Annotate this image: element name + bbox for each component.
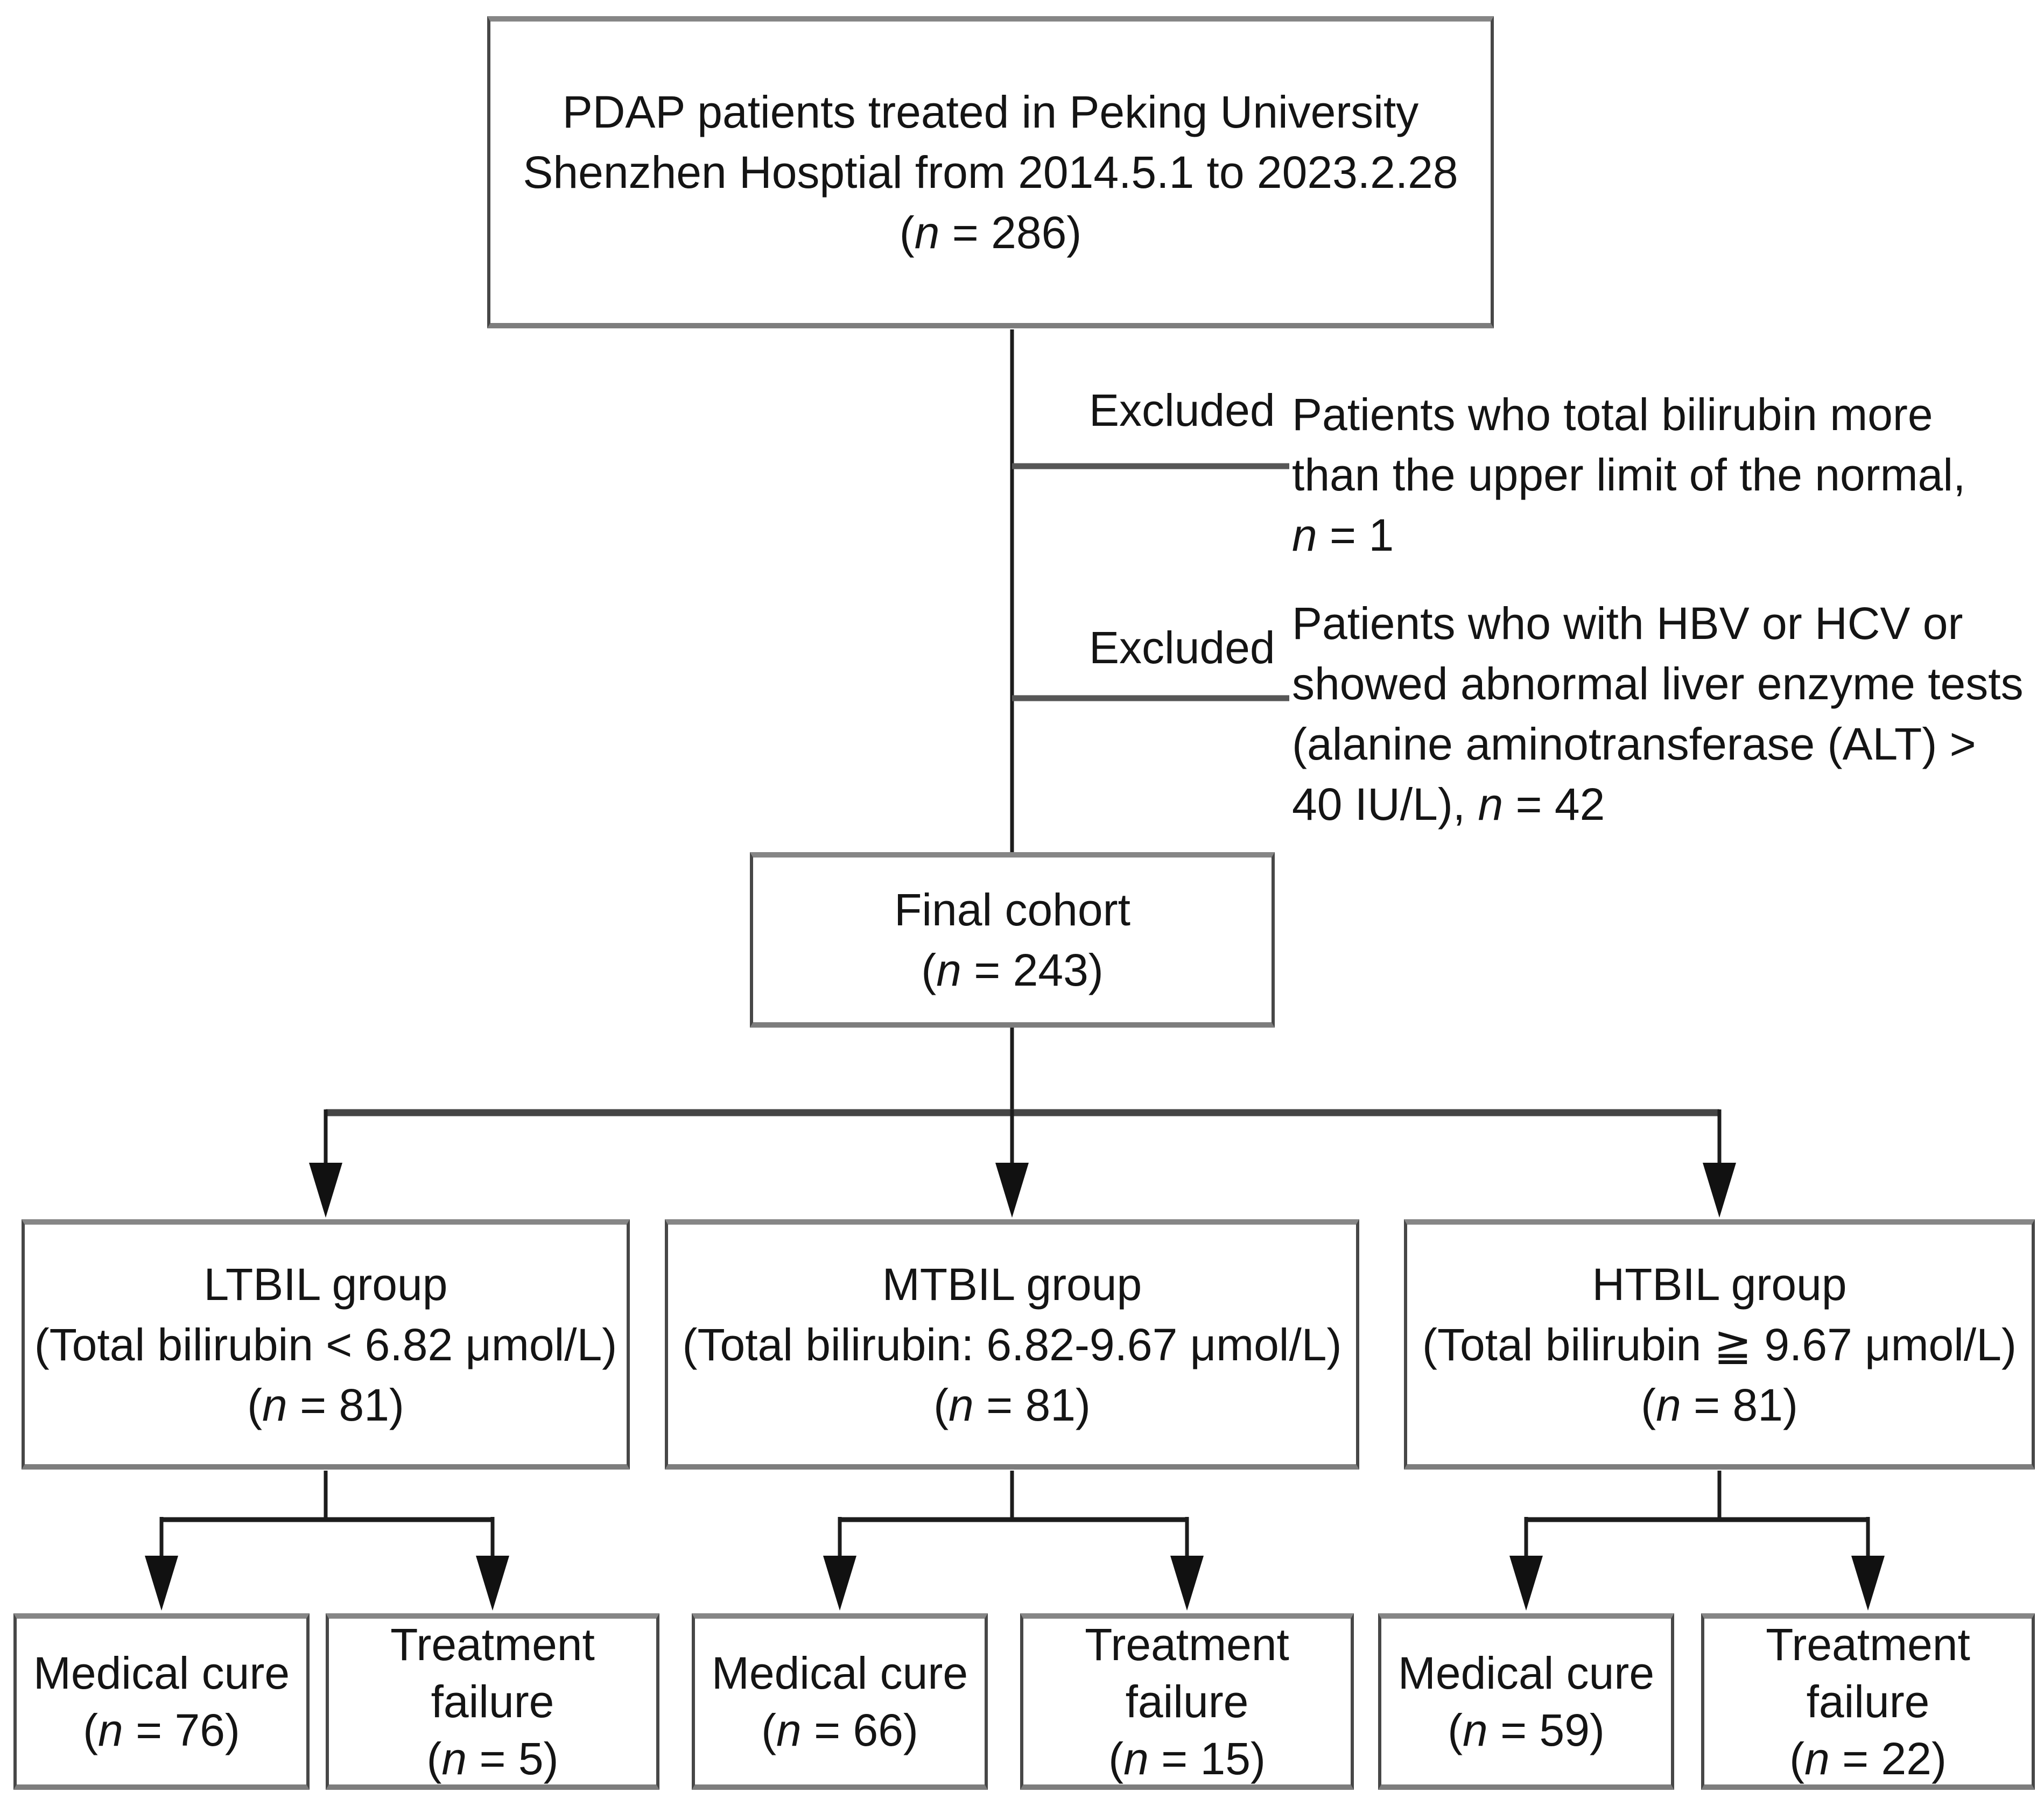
arrowhead-medical-cure-1 (145, 1556, 178, 1611)
exclusion-text-line: 40 IU/L), n = 42 (1292, 779, 1605, 830)
box-text-line: Treatment (1766, 1619, 1970, 1670)
box-text-line: Treatment (390, 1619, 595, 1670)
ltbil-group-box: LTBIL group (Total bilirubin < 6.82 μmol… (22, 1219, 630, 1470)
mtbil-treatment-failure-box: Treatment failure (n = 15) (1020, 1613, 1354, 1790)
box-text-line: failure (1806, 1676, 1930, 1727)
box-text-line: (n = 81) (247, 1379, 404, 1430)
box-text-line: Medical cure (711, 1648, 968, 1698)
arrowhead-treatment-failure-3 (1851, 1556, 1885, 1611)
box-text-line: (n = 22) (1789, 1733, 1947, 1784)
final-cohort-box: Final cohort (n = 243) (750, 852, 1275, 1028)
htbil-treatment-failure-box: Treatment failure (n = 22) (1701, 1613, 2035, 1790)
exclusion-text-line: Patients who total bilirubin more (1292, 389, 1933, 440)
ltbil-treatment-failure-box: Treatment failure (n = 5) (326, 1613, 659, 1790)
box-text-line: (n = 76) (83, 1705, 240, 1755)
box-text-line: (n = 81) (1641, 1379, 1798, 1430)
box-text-line: LTBIL group (203, 1259, 448, 1310)
box-text-line: PDAP patients treated in Peking Universi… (562, 87, 1419, 137)
outcome-text: Treatment failure (n = 15) (1085, 1616, 1289, 1787)
initial-cohort-text: PDAP patients treated in Peking Universi… (523, 82, 1458, 263)
box-text-line: failure (431, 1676, 554, 1727)
arrowhead-medical-cure-2 (823, 1556, 856, 1611)
box-text-line: (n = 286) (899, 207, 1082, 258)
box-text-line: (n = 81) (933, 1379, 1091, 1430)
box-text-line: (Total bilirubin ≧ 9.67 μmol/L) (1422, 1319, 2017, 1370)
exclusion-text-line: Patients who with HBV or HCV or (1292, 598, 1963, 649)
exclusion-text-line: than the upper limit of the normal, (1292, 449, 1966, 500)
htbil-group-text: HTBIL group (Total bilirubin ≧ 9.67 μmol… (1422, 1254, 2017, 1435)
final-cohort-text: Final cohort (n = 243) (894, 880, 1130, 1000)
arrowhead-medical-cure-3 (1509, 1556, 1543, 1611)
box-text-line: (n = 15) (1108, 1733, 1266, 1784)
box-text-line: (n = 243) (921, 945, 1104, 995)
htbil-medical-cure-box: Medical cure (n = 59) (1378, 1613, 1674, 1790)
arrowhead-treatment-failure-1 (476, 1556, 509, 1611)
box-text-line: MTBIL group (882, 1259, 1142, 1310)
box-text-line: (Total bilirubin: 6.82-9.67 μmol/L) (682, 1319, 1342, 1370)
ltbil-medical-cure-box: Medical cure (n = 76) (13, 1613, 310, 1790)
arrowhead-group-left (309, 1163, 342, 1218)
exclusion-2-text: Patients who with HBV or HCV or showed a… (1292, 593, 2044, 834)
arrowhead-treatment-failure-2 (1170, 1556, 1204, 1611)
outcome-text: Medical cure (n = 66) (712, 1645, 968, 1759)
htbil-group-box: HTBIL group (Total bilirubin ≧ 9.67 μmol… (1404, 1219, 2035, 1470)
outcome-text: Medical cure (n = 59) (1398, 1645, 1654, 1759)
box-text-line: (n = 59) (1448, 1705, 1605, 1755)
initial-cohort-box: PDAP patients treated in Peking Universi… (487, 16, 1494, 328)
exclusion-text-line: showed abnormal liver enzyme tests (1292, 658, 2024, 709)
mtbil-group-text: MTBIL group (Total bilirubin: 6.82-9.67 … (683, 1254, 1342, 1435)
outcome-text: Treatment failure (n = 5) (390, 1616, 595, 1787)
exclusion-1-text: Patients who total bilirubin more than t… (1292, 384, 2044, 565)
box-text-line: (n = 66) (761, 1705, 918, 1755)
exclusion-text-line: (alanine aminotransferase (ALT) > (1292, 719, 1976, 769)
mtbil-group-box: MTBIL group (Total bilirubin: 6.82-9.67 … (665, 1219, 1359, 1470)
excluded-label-1: Excluded (1089, 385, 1275, 435)
box-text-line: failure (1125, 1676, 1249, 1727)
box-text-line: (n = 5) (426, 1733, 559, 1784)
box-text-line: Medical cure (1397, 1648, 1655, 1698)
box-text-line: HTBIL group (1592, 1259, 1847, 1310)
excluded-label-2: Excluded (1089, 622, 1275, 673)
box-text-line: Medical cure (33, 1648, 290, 1698)
box-text-line: Shenzhen Hosptial from 2014.5.1 to 2023.… (523, 147, 1458, 198)
box-text-line: Treatment (1085, 1619, 1289, 1670)
mtbil-medical-cure-box: Medical cure (n = 66) (692, 1613, 988, 1790)
box-text-line: (Total bilirubin < 6.82 μmol/L) (34, 1319, 617, 1370)
arrowhead-group-middle (995, 1163, 1029, 1218)
arrowhead-group-right (1703, 1163, 1736, 1218)
outcome-text: Medical cure (n = 76) (33, 1645, 290, 1759)
exclusion-text-line: n = 1 (1292, 510, 1394, 560)
box-text-line: Final cohort (894, 884, 1130, 935)
ltbil-group-text: LTBIL group (Total bilirubin < 6.82 μmol… (34, 1254, 617, 1435)
outcome-text: Treatment failure (n = 22) (1766, 1616, 1970, 1787)
